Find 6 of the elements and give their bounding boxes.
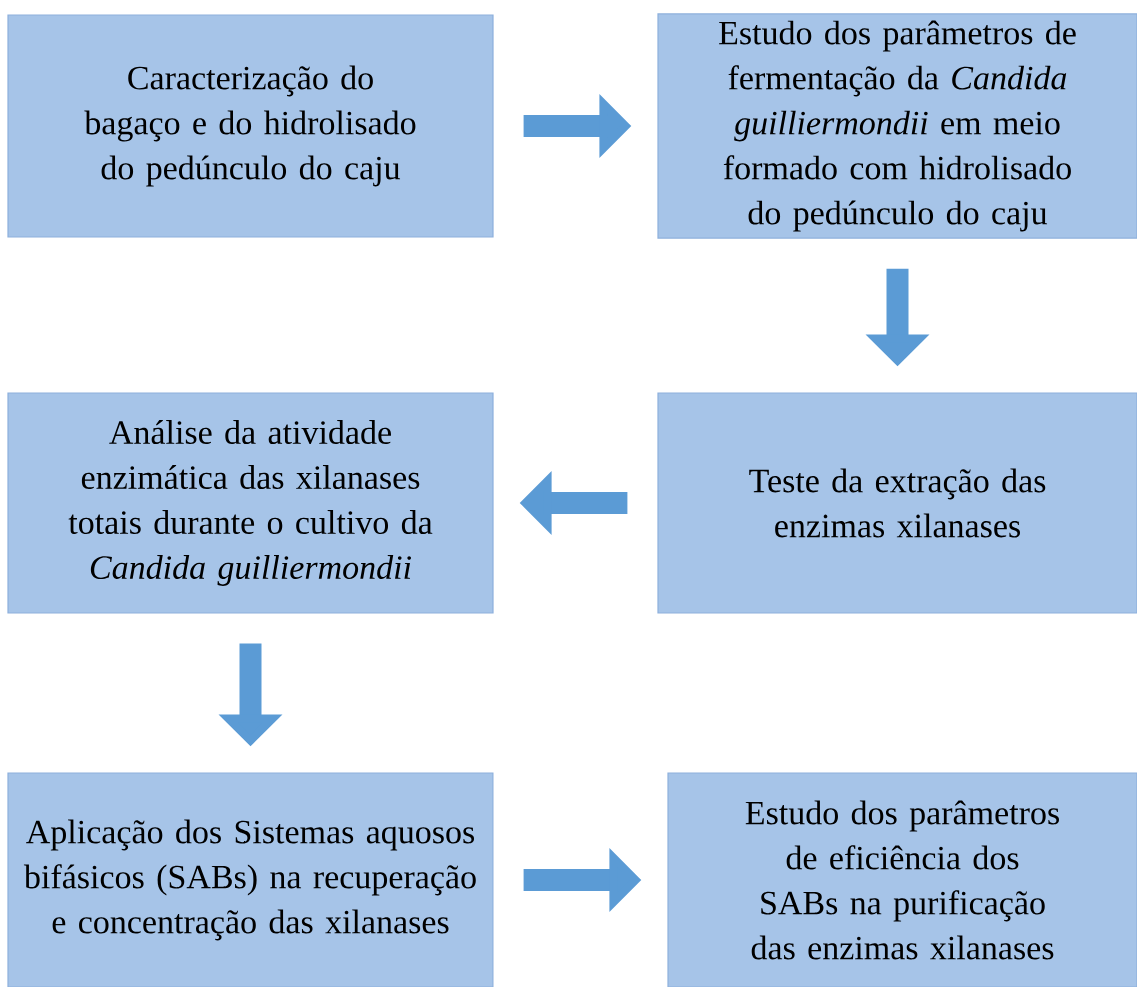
process-box: Aplicação dos Sistemas aquosos bifásicos (SABs) na recuperação e concentração das xilanases xyxy=(7,772,494,987)
process-box: Caracterização do bagaço e do hidrolisado do pedúnculo do caju xyxy=(7,14,494,238)
process-box: Análise da atividade enzimática das xilanases totais durante o cultivo da Candida guilliermondii xyxy=(7,392,494,614)
process-box: Estudo dos parâmetros de fermentação da Candida guilliermondii em meio formado com hidrolisado do pedúnculo do caju xyxy=(657,13,1137,239)
process-box: Teste da extração das enzimas xilanases xyxy=(657,392,1137,614)
process-box: Estudo dos parâmetros de eficiência dos SABs na purificação das enzimas xilanases xyxy=(667,772,1137,987)
